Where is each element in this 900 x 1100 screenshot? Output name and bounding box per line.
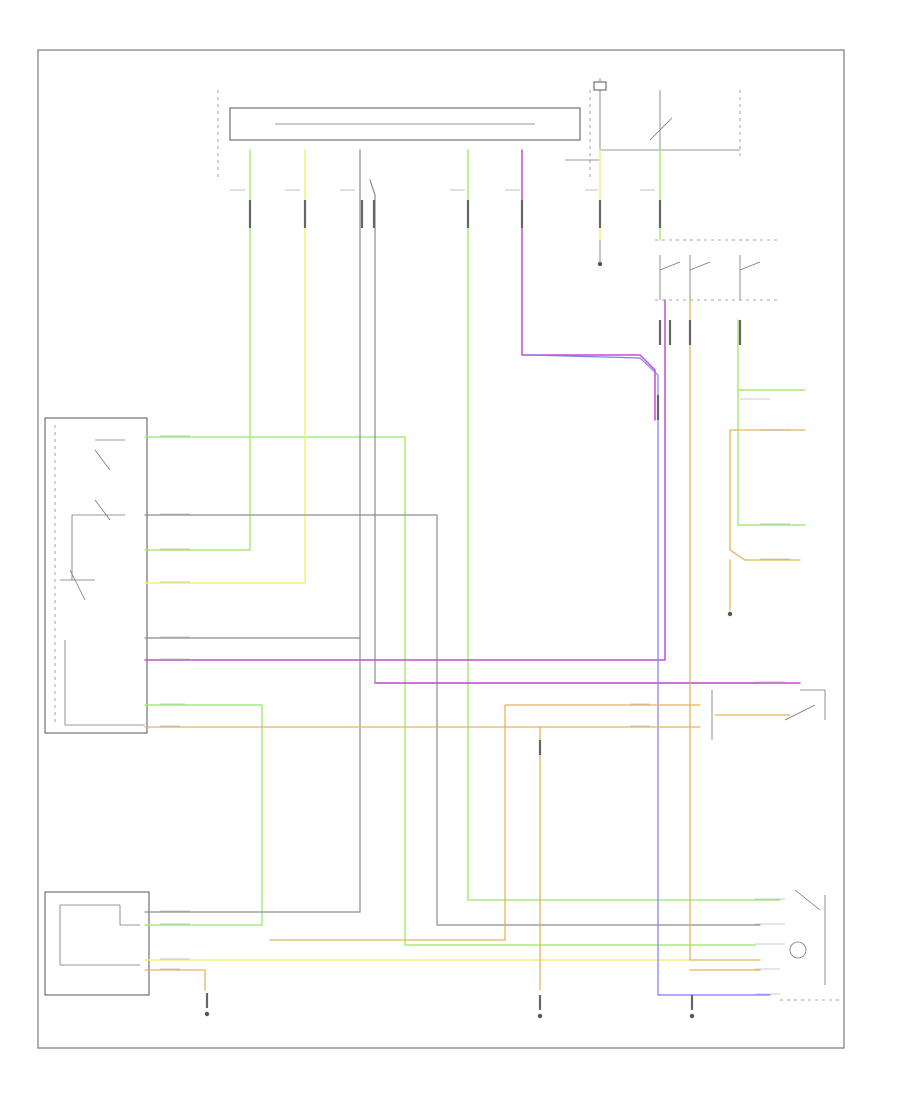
wiper-switch-housing bbox=[44, 417, 148, 734]
wire-orange-1 bbox=[269, 704, 701, 941]
ground-bottom-left bbox=[204, 993, 210, 1017]
front-wiper-motor-symbol bbox=[780, 889, 840, 1001]
wire-violet-1 bbox=[521, 149, 656, 421]
wire-blue-1 bbox=[529, 354, 771, 996]
wire-gray-2 bbox=[144, 514, 761, 926]
wire-green-4 bbox=[467, 149, 781, 901]
diagram-border bbox=[37, 49, 845, 1049]
connector-marks bbox=[248, 200, 742, 755]
ground-symbols bbox=[204, 240, 733, 1019]
ground-upper-right bbox=[597, 240, 603, 267]
wire-green-1 bbox=[144, 149, 251, 551]
ground-bottom-right bbox=[689, 995, 695, 1019]
wire-green-7 bbox=[737, 319, 806, 526]
washer-pump-housing bbox=[44, 891, 150, 996]
wire-yellow-1 bbox=[144, 149, 306, 584]
wire-gray-4 bbox=[369, 179, 761, 684]
rear-wiper-motor-symbol bbox=[711, 689, 826, 740]
ground-right-sensor bbox=[727, 611, 733, 617]
wire-green-3 bbox=[144, 704, 263, 926]
wire-orange-7 bbox=[689, 299, 761, 961]
ground-bottom-middle bbox=[537, 995, 543, 1019]
wire-orange-5 bbox=[729, 429, 806, 561]
wire-orange-4 bbox=[144, 969, 206, 991]
wire-group bbox=[144, 149, 806, 996]
wire-gray-1 bbox=[144, 149, 361, 913]
wire-label-ticks bbox=[160, 189, 790, 995]
fuse-relay-box bbox=[655, 239, 780, 301]
fuse-block-top bbox=[565, 78, 741, 161]
wire-violet-2 bbox=[144, 299, 666, 661]
wire-green-2 bbox=[144, 436, 756, 946]
